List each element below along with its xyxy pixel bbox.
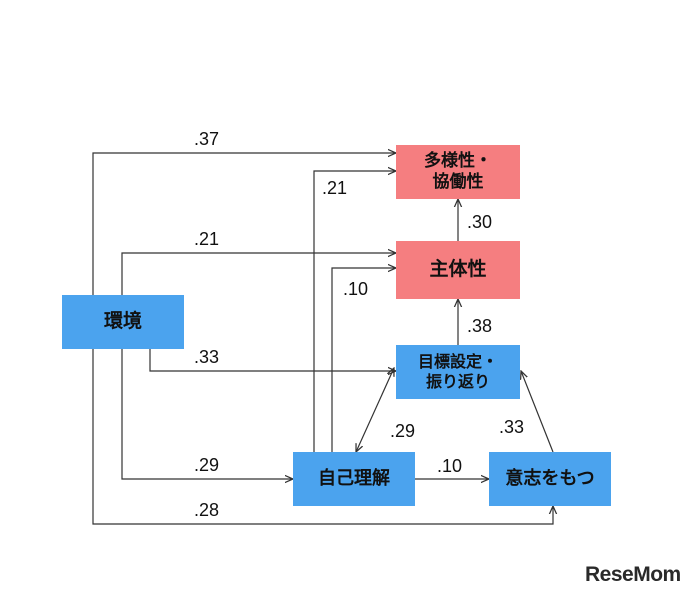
node-will-label: 意志をもつ: [505, 467, 595, 489]
coef-self-to-diversity: .21: [322, 178, 348, 198]
coef-env-to-goal: .33: [194, 347, 220, 367]
arrow-goal-self-bidirectional: [356, 368, 394, 452]
arrow-env-to-diversity: [92, 153, 396, 295]
arrow-env-to-autonomy: [121, 253, 396, 295]
coef-self-to-autonomy: .10: [343, 279, 369, 299]
node-goal-label: 目標設定・ 振り返り: [417, 352, 498, 391]
coef-will-to-goal: .33: [499, 417, 525, 437]
node-diversity: 多様性・ 協働性: [396, 145, 520, 199]
arrow-self-to-diversity: [313, 171, 396, 452]
node-self-understanding-label: 自己理解: [318, 467, 390, 489]
arrow-will-to-goal: [521, 371, 554, 453]
node-self-understanding: 自己理解: [293, 452, 415, 506]
coef-self-to-will: .10: [437, 456, 463, 476]
coef-env-to-diversity: .37: [194, 129, 220, 149]
node-diversity-label: 多様性・ 協働性: [424, 150, 492, 192]
coef-autonomy-to-diversity: .30: [467, 212, 493, 232]
node-autonomy: 主体性: [396, 241, 520, 299]
coef-env-to-self: .29: [194, 455, 220, 475]
arrow-env-to-will: [92, 349, 553, 525]
arrow-env-to-goal: [149, 349, 396, 371]
arrow-env-to-self: [121, 349, 293, 479]
node-autonomy-label: 主体性: [429, 258, 487, 281]
node-environment-label: 環境: [103, 310, 142, 333]
resemom-logo: ReseMom: [585, 563, 681, 586]
node-goal: 目標設定・ 振り返り: [396, 345, 520, 399]
node-will: 意志をもつ: [489, 452, 611, 506]
coef-goal-to-autonomy: .38: [467, 316, 493, 336]
coef-env-to-autonomy: .21: [194, 229, 220, 249]
node-environment: 環境: [62, 295, 184, 349]
coef-env-to-will: .28: [194, 500, 220, 520]
coef-goal-self: .29: [390, 421, 416, 441]
arrow-self-to-autonomy: [331, 268, 396, 452]
